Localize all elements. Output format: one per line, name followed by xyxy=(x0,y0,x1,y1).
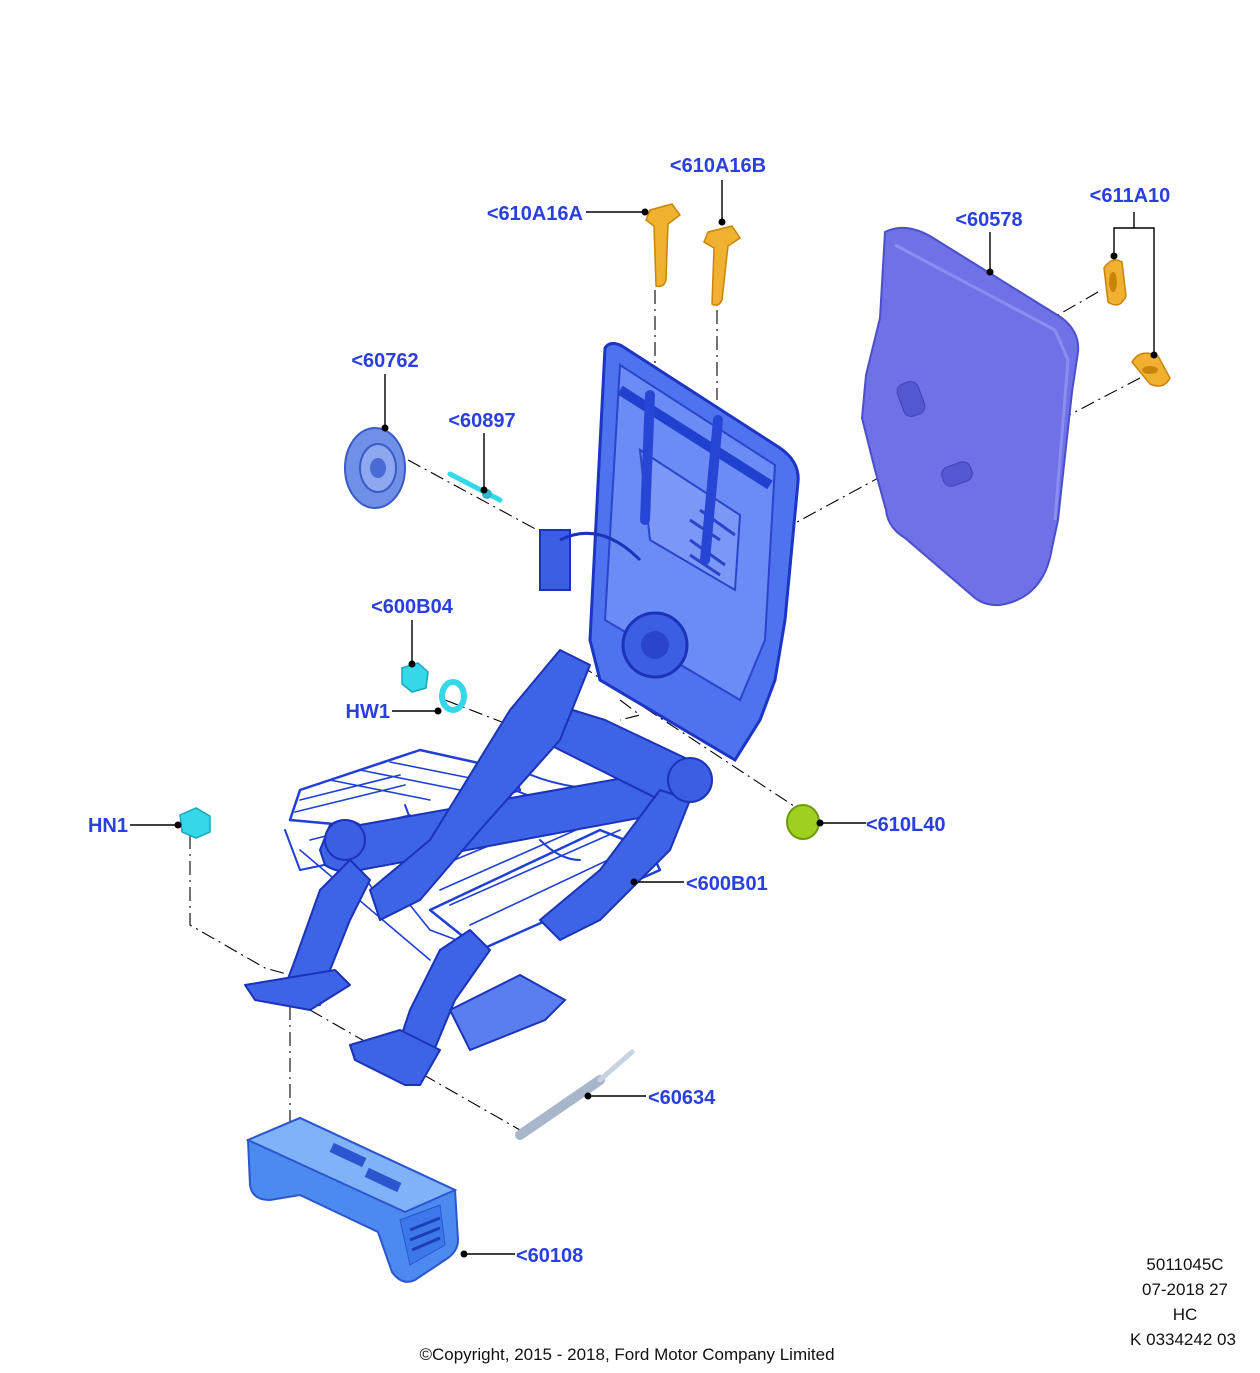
recliner-mechanism xyxy=(344,427,406,509)
diagram-number: 5011045C xyxy=(1146,1255,1223,1274)
callout-60108: <60108 xyxy=(516,1245,583,1267)
callout-611A10: <611A10 xyxy=(1090,185,1171,207)
diagram-reference: K 0334242 03 xyxy=(1130,1330,1236,1349)
mounting-bracket xyxy=(245,1116,460,1283)
callout-60634: <60634 xyxy=(648,1087,716,1109)
callout-60762: <60762 xyxy=(351,350,418,372)
callout-60897: <60897 xyxy=(448,410,515,432)
callout-60578: <60578 xyxy=(955,209,1022,231)
cushion-tube-and-legs xyxy=(244,649,713,1086)
callout-600B04: <600B04 xyxy=(371,596,454,618)
copyright-notice: ©Copyright, 2015 - 2018, Ford Motor Comp… xyxy=(419,1345,834,1364)
callout-HN1: HN1 xyxy=(88,815,128,837)
callout-610L40: <610L40 xyxy=(866,814,946,836)
leader-lines xyxy=(130,180,1158,1258)
callout-HW1: HW1 xyxy=(346,701,390,723)
callout-610A16B: <610A16B xyxy=(670,155,766,177)
seat-back-panel xyxy=(860,226,1080,607)
fasteners xyxy=(179,203,1171,1140)
seat-back-frame xyxy=(539,341,800,763)
callout-600B01: <600B01 xyxy=(686,873,768,895)
callout-610A16A: <610A16A xyxy=(487,203,583,225)
diagram-code: HC xyxy=(1173,1305,1198,1324)
diagram-date: 07-2018 27 xyxy=(1142,1280,1228,1299)
